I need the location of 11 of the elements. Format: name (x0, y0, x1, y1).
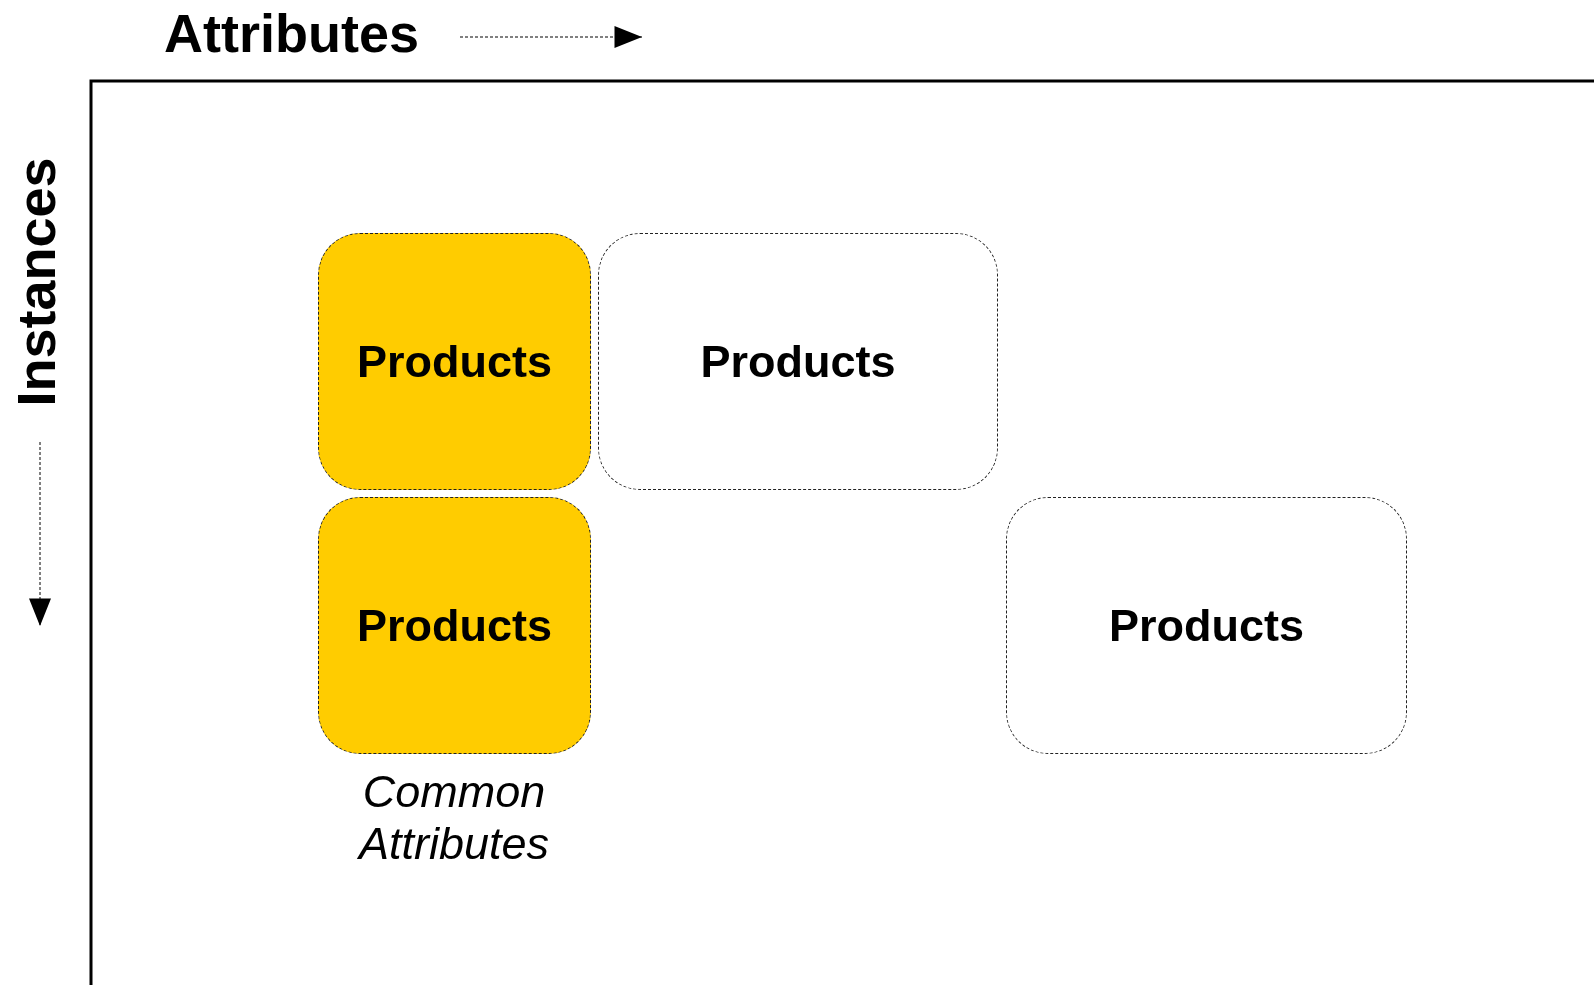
rounded-box (598, 233, 998, 490)
column-caption: Common Attributes (356, 766, 551, 870)
box-label: Products (700, 335, 896, 388)
rounded-box (318, 497, 591, 754)
box-label: Products (357, 335, 552, 388)
rounded-box (318, 233, 591, 490)
axis-title: Attributes (164, 2, 419, 64)
box-label: Products (1109, 599, 1304, 652)
box-label: Products (357, 599, 552, 652)
axis-title: Instances (5, 157, 67, 407)
rounded-box (1006, 497, 1407, 754)
